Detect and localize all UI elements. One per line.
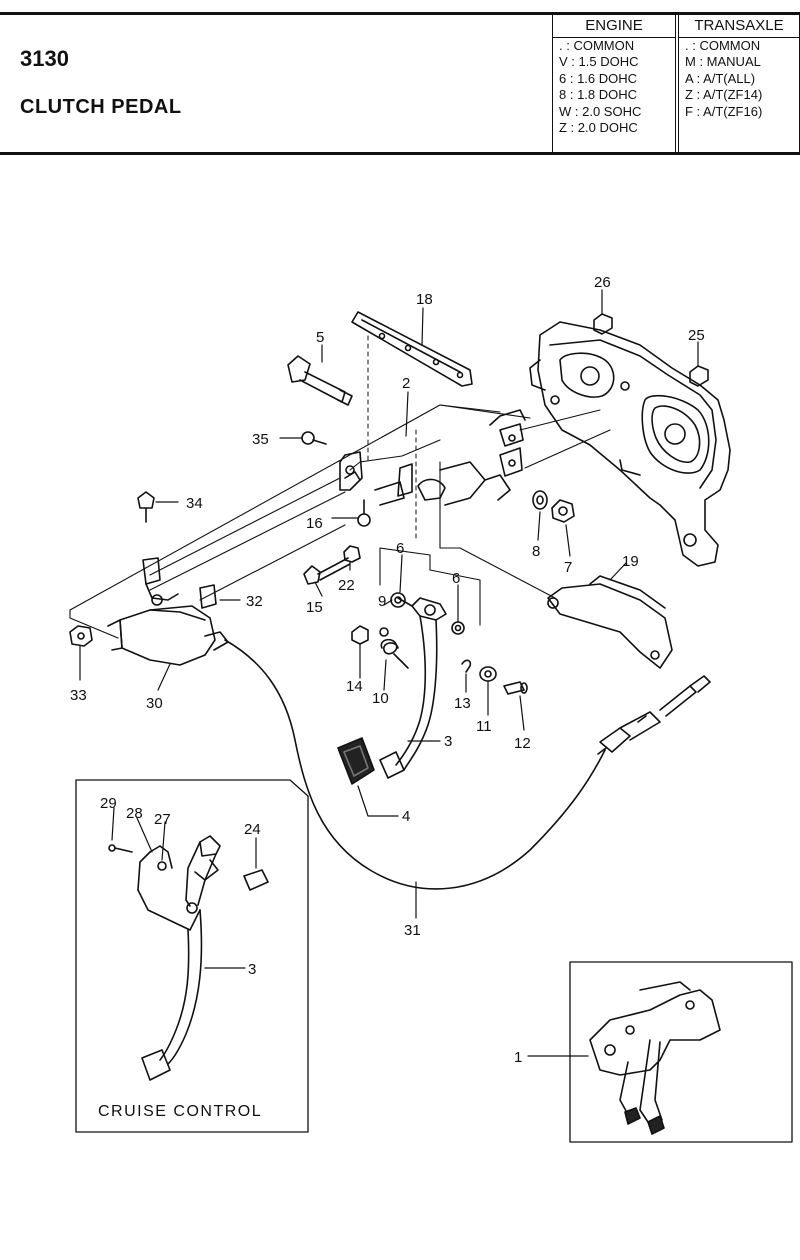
callout-31: 31 — [404, 922, 421, 939]
engine-row: 6 : 1.6 DOHC — [559, 70, 638, 86]
transaxle-legend: TRANSAXLE . : COMMON M : MANUAL A : A/T(… — [678, 15, 800, 153]
bushing-6b — [451, 621, 465, 635]
top-rule — [0, 12, 800, 15]
callout-6b: 6 — [452, 570, 460, 587]
callout-3-inset: 3 — [248, 961, 256, 978]
parts-diagram: 18 5 2 35 34 16 6 6 8 7 26 25 19 22 15 3… — [69, 274, 793, 1143]
callout-15: 15 — [306, 599, 323, 616]
transaxle-row: . : COMMON — [685, 38, 761, 53]
callout-34: 34 — [186, 495, 203, 512]
engine-row: V : 1.5 DOHC — [559, 54, 639, 70]
callout-28: 28 — [126, 805, 143, 822]
callout-5: 5 — [316, 329, 324, 346]
engine-row: W : 2.0 SOHC — [559, 103, 642, 119]
section-code: 3130 — [20, 46, 69, 71]
pivot-bolt — [287, 355, 353, 406]
engine-heading: ENGINE — [553, 15, 675, 38]
small-bolt — [301, 431, 327, 445]
reinforcement-bar — [351, 311, 473, 541]
actuator-housing — [107, 605, 229, 666]
bolt-15 — [303, 557, 351, 585]
clutch-pedal-arm — [379, 597, 447, 779]
callout-35: 35 — [252, 431, 269, 448]
side-bracket — [547, 575, 673, 669]
mounting-bracket-plate — [529, 321, 731, 567]
bolt-16 — [357, 499, 371, 527]
callout-32: 32 — [246, 593, 263, 610]
return-spring — [379, 627, 409, 669]
transaxle-row: Z : A/T(ZF14) — [685, 87, 763, 103]
support-frame — [69, 404, 611, 639]
callout-7: 7 — [564, 559, 572, 576]
callout-1: 1 — [514, 1049, 522, 1066]
callout-3-main: 3 — [444, 733, 452, 750]
callout-30: 30 — [146, 695, 163, 712]
transaxle-row: F : A/T(ZF16) — [685, 103, 763, 119]
callout-22: 22 — [338, 577, 355, 594]
callout-13: 13 — [454, 695, 471, 712]
nut-14 — [351, 625, 369, 645]
callout-9: 9 — [378, 593, 386, 610]
callout-25: 25 — [688, 327, 705, 344]
engine-row: . : COMMON — [559, 38, 635, 53]
callout-29: 29 — [100, 795, 117, 812]
cruise-control-inset — [75, 779, 309, 1133]
transaxle-heading: TRANSAXLE — [679, 15, 799, 38]
pedal-pad — [337, 737, 375, 785]
clip-13 — [461, 659, 472, 673]
clevis-pin-12 — [503, 681, 528, 695]
transaxle-row: M : MANUAL — [685, 54, 761, 70]
callout-6a: 6 — [396, 540, 404, 557]
nut-7 — [551, 499, 575, 523]
engine-row: Z : 2.0 DOHC — [559, 120, 638, 136]
engine-legend: ENGINE . : COMMON V : 1.5 DOHC 6 : 1.6 D… — [552, 15, 676, 153]
callout-labels: 18 5 2 35 34 16 6 6 8 7 26 25 19 22 15 3… — [70, 274, 705, 1120]
clutch-cable — [224, 639, 711, 890]
callout-2: 2 — [402, 375, 410, 392]
callout-10: 10 — [372, 690, 389, 707]
nut-33 — [69, 625, 93, 647]
cruise-control-label: CRUISE CONTROL — [98, 1103, 262, 1120]
bracket-foot — [142, 557, 217, 609]
callout-24: 24 — [244, 821, 261, 838]
callout-4: 4 — [402, 808, 410, 825]
page-title: CLUTCH PEDAL — [20, 96, 182, 118]
header: 3130 CLUTCH PEDAL ENGINE . : COMMON V : … — [0, 0, 800, 160]
bushing-11 — [479, 666, 497, 682]
bolt-34 — [137, 491, 155, 523]
callout-19: 19 — [622, 553, 639, 570]
washer-8 — [532, 490, 548, 510]
nut-25 — [689, 365, 709, 387]
callout-12: 12 — [514, 735, 531, 752]
callout-33: 33 — [70, 687, 87, 704]
pedal-bracket — [339, 409, 526, 506]
callout-11: 11 — [476, 718, 492, 735]
callout-16: 16 — [306, 515, 323, 532]
callout-26: 26 — [594, 274, 611, 291]
callout-8: 8 — [532, 543, 540, 560]
leader-lines — [79, 289, 699, 1057]
callout-18: 18 — [416, 291, 433, 308]
transaxle-row: A : A/T(ALL) — [685, 70, 756, 86]
engine-row: 8 : 1.8 DOHC — [559, 87, 638, 103]
callout-27: 27 — [154, 811, 171, 828]
overview-inset — [569, 961, 793, 1143]
callout-14: 14 — [346, 678, 363, 695]
bottom-rule — [0, 152, 800, 155]
